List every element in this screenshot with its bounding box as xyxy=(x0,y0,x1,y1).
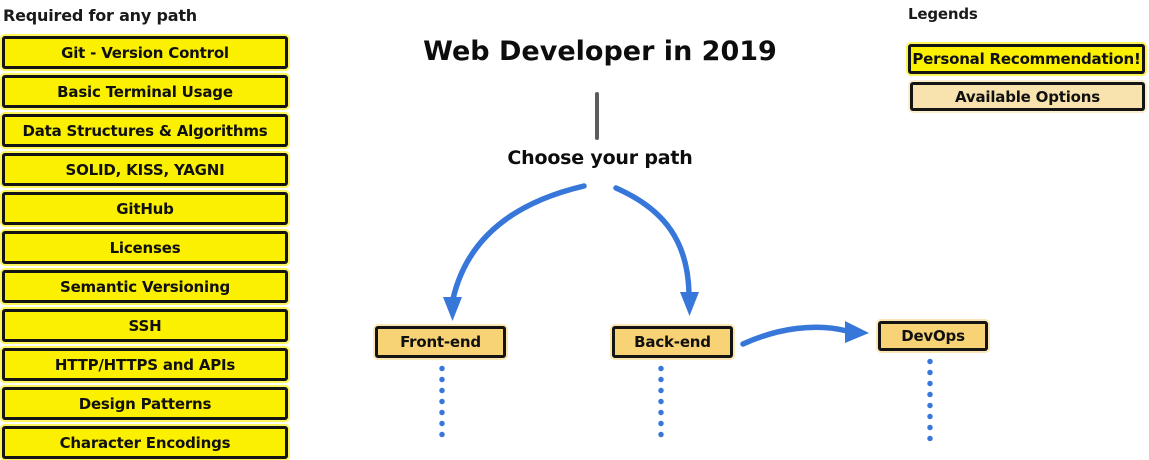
required-item: Basic Terminal Usage xyxy=(2,75,288,108)
arrow-to-frontend xyxy=(443,183,587,321)
required-section-header: Required for any path xyxy=(3,6,197,25)
required-item: HTTP/HTTPS and APIs xyxy=(2,348,288,381)
required-item: SSH xyxy=(2,309,288,342)
path-node-frontend: Front-end xyxy=(375,326,506,358)
required-item: SOLID, KISS, YAGNI xyxy=(2,153,288,186)
arrow-to-backend xyxy=(613,185,699,316)
legend-available-options: Available Options xyxy=(910,82,1145,111)
dotted-line-devops xyxy=(925,356,935,441)
required-list: Git - Version Control Basic Terminal Usa… xyxy=(2,36,288,459)
legends-section-header: Legends xyxy=(908,5,978,23)
required-item: Git - Version Control xyxy=(2,36,288,69)
choose-your-path-label: Choose your path xyxy=(507,147,693,169)
required-item: GitHub xyxy=(2,192,288,225)
path-node-backend: Back-end xyxy=(612,326,733,358)
dotted-line-frontend xyxy=(437,363,447,440)
page-title: Web Developer in 2019 xyxy=(423,36,777,67)
required-item: Licenses xyxy=(2,231,288,264)
required-item: Character Encodings xyxy=(2,426,288,459)
required-item: Design Patterns xyxy=(2,387,288,420)
arrow-backend-to-devops xyxy=(740,321,869,347)
path-node-devops: DevOps xyxy=(878,321,988,351)
dotted-line-backend xyxy=(656,363,666,440)
legend-personal-recommendation: Personal Recommendation! xyxy=(908,44,1145,74)
vertical-connector-line xyxy=(595,92,599,140)
required-item: Semantic Versioning xyxy=(2,270,288,303)
required-item: Data Structures & Algorithms xyxy=(2,114,288,147)
